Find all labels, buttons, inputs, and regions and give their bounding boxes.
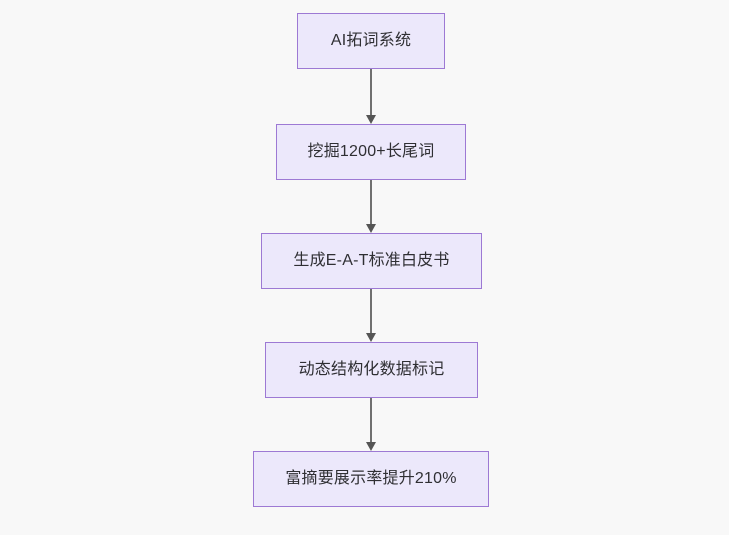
flow-node-mine-longtail-keywords[interactable]: 挖掘1200+长尾词 (276, 124, 466, 180)
flow-node-label: 富摘要展示率提升210% (285, 470, 457, 487)
flow-node-ai-keyword-system[interactable]: AI拓词系统 (297, 13, 445, 69)
flow-edge-arrowhead-icon (366, 115, 376, 124)
flow-edge-arrowhead-icon (366, 224, 376, 233)
flow-edge-arrowhead-icon (366, 442, 376, 451)
flow-edge-arrowhead-icon (366, 333, 376, 342)
flow-node-label: 挖掘1200+长尾词 (307, 143, 435, 160)
flow-node-label: AI拓词系统 (330, 32, 412, 49)
flow-node-dynamic-structured-data-markup[interactable]: 动态结构化数据标记 (265, 342, 478, 398)
flow-node-label: 动态结构化数据标记 (298, 361, 445, 378)
flow-node-generate-eat-whitepaper[interactable]: 生成E-A-T标准白皮书 (261, 233, 482, 289)
flow-node-rich-snippet-impression-lift[interactable]: 富摘要展示率提升210% (253, 451, 489, 507)
flow-node-label: 生成E-A-T标准白皮书 (293, 252, 450, 269)
